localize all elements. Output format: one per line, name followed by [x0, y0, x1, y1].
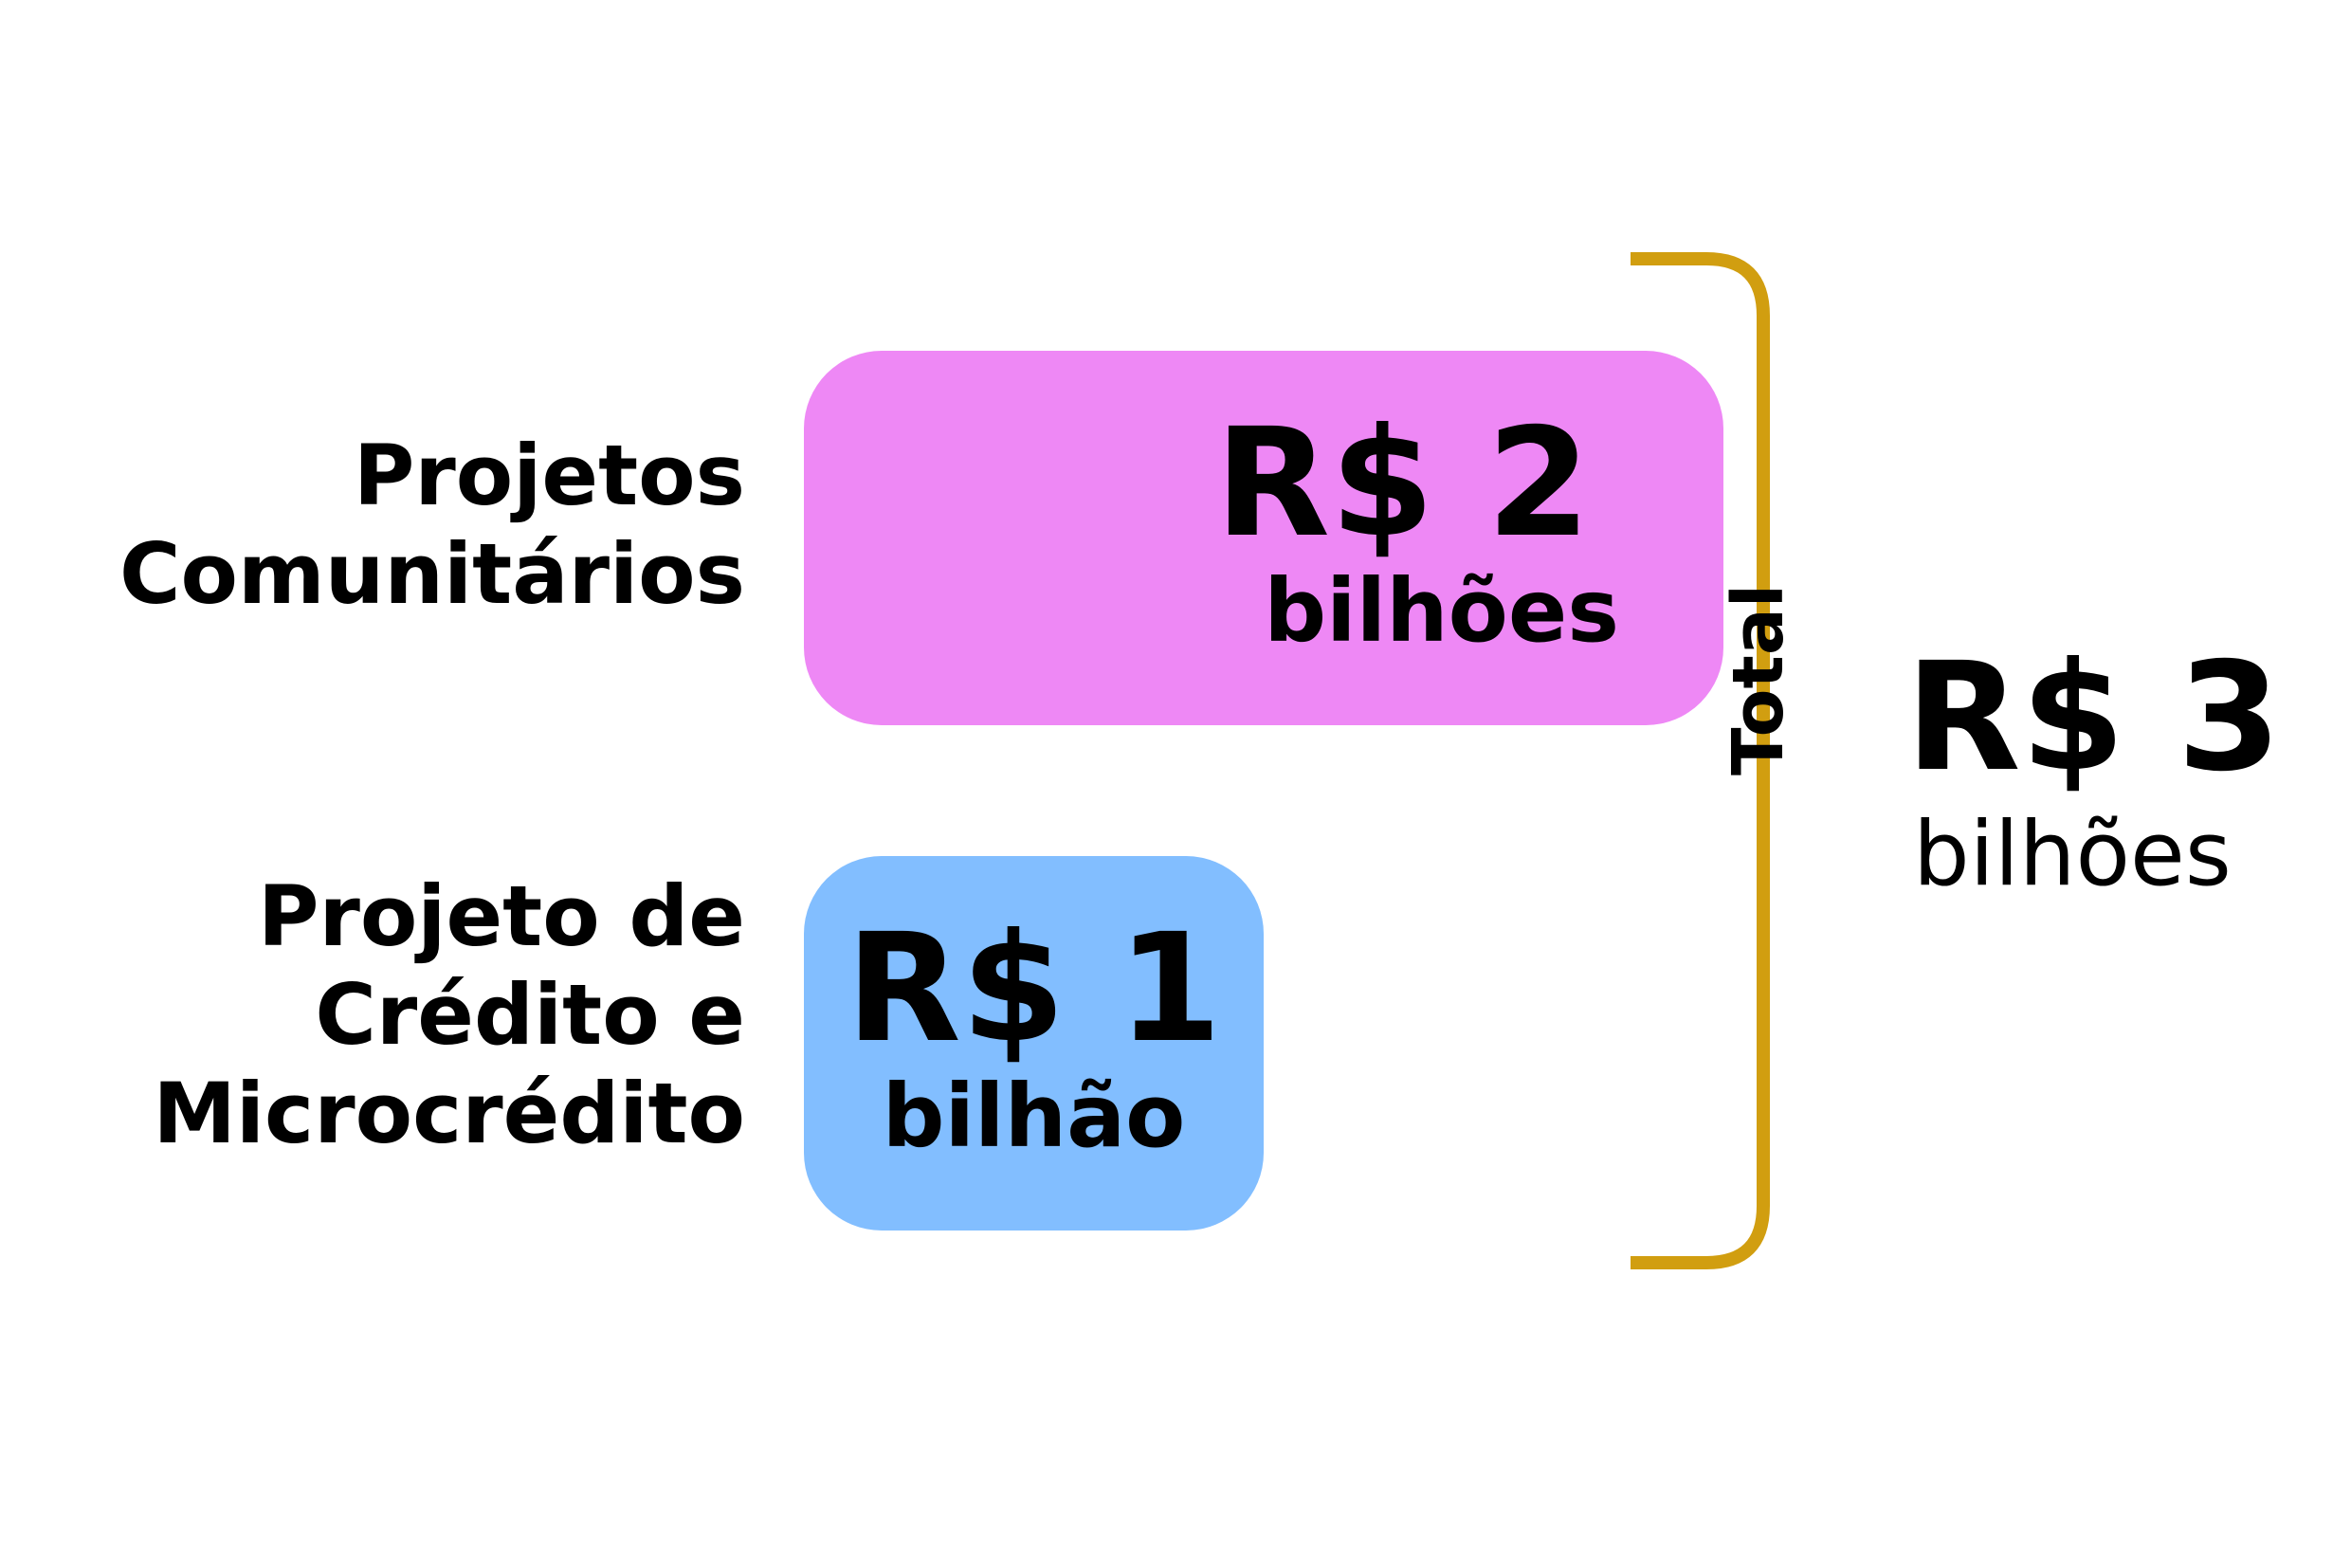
total-unit: bilhões — [1913, 803, 2232, 906]
category-label-line: Microcrédito — [153, 1065, 745, 1162]
bar-value-amount: R$ 2 — [1214, 396, 1591, 571]
total-label: Total — [1718, 583, 1799, 775]
category-label-line: Projetos — [353, 427, 745, 524]
total-bracket — [1631, 252, 1770, 1269]
total-bracket-line — [1631, 252, 1770, 1269]
bar-value-amount: R$ 1 — [846, 902, 1222, 1076]
bar-value-unit: bilhão — [882, 1066, 1186, 1167]
total-amount: R$ 3 — [1905, 630, 2282, 805]
category-label-credito-microcredito: Projeto de Crédito e Microcrédito — [153, 867, 745, 1163]
category-label-projetos-comunitarios: Projetos Comunitários — [119, 427, 745, 624]
category-label-line: Comunitários — [118, 525, 745, 623]
bar-value-unit: bilhões — [1264, 560, 1619, 662]
category-label-line: Crédito e — [315, 966, 745, 1064]
category-label-line: Projeto de — [257, 867, 745, 965]
bar-credito-microcredito: R$ 1 bilhão — [804, 856, 1264, 1231]
bar-projetos-comunitarios: R$ 2 bilhões — [804, 351, 1723, 725]
